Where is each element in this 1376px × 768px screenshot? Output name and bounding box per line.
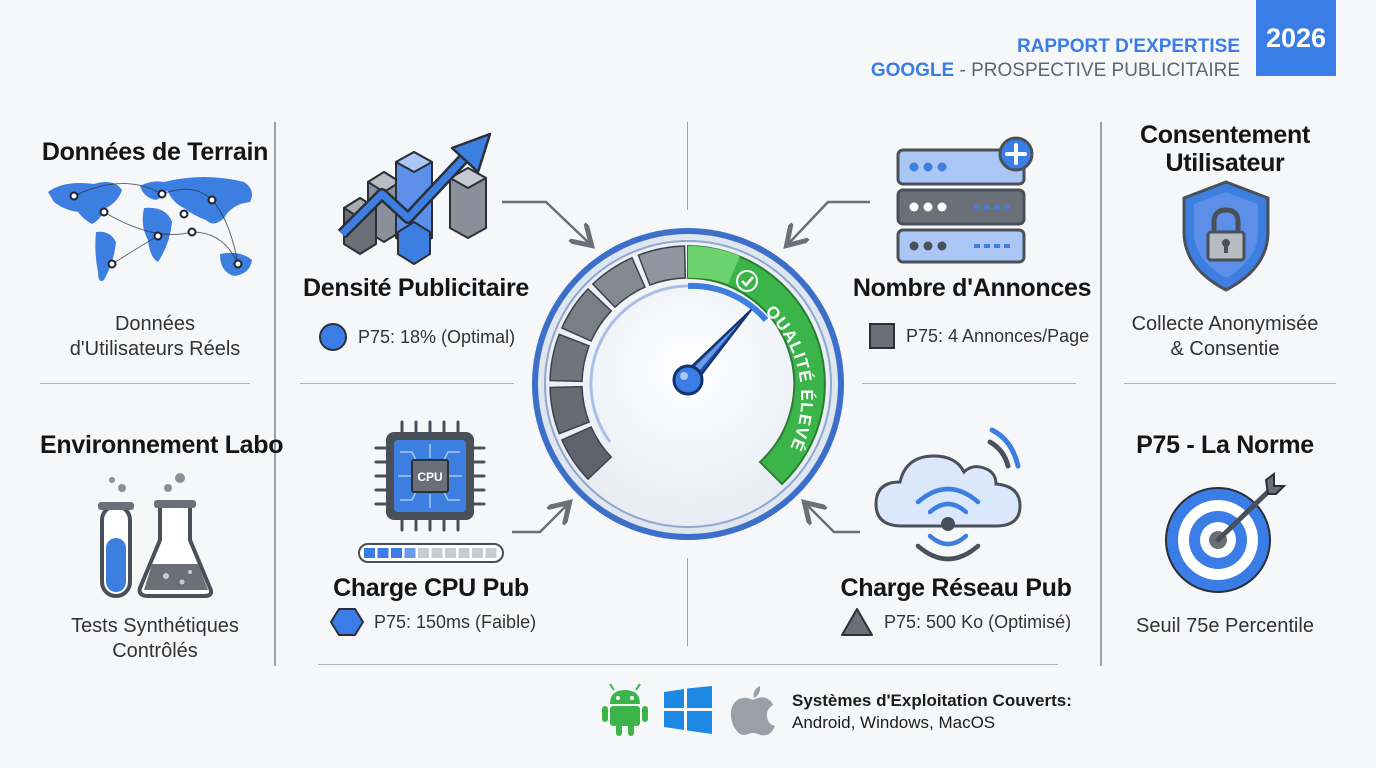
cpu-bar-segment [377,548,389,558]
quality-gauge: QUALITÉ ÉLEVÉE [522,209,848,544]
hexagon-marker-icon [329,608,365,636]
network-load-value: P75: 500 Ko (Optimisé) [884,611,1072,632]
arrow-ads [790,200,870,242]
cpu-chip-icon: CPU [372,418,488,534]
left-separator [40,383,250,384]
ad-density-value: P75: 18% (Optimal) [358,326,516,347]
center-top-divider [687,122,688,210]
cpu-bar-segment [391,548,402,558]
square-marker-icon [869,323,895,349]
left-divider [274,122,276,666]
p75-norm-title: P75 - La Norme [1136,431,1314,459]
os-coverage-title: Systèmes d'Exploitation Couverts: [792,691,1072,710]
consent-title: Consentement Utilisateur [1110,121,1340,177]
gauge-segment [549,333,591,383]
field-data-title: Données de Terrain [41,138,269,166]
report-subtitle-rest: - PROSPECTIVE PUBLICITAIRE [954,60,1241,81]
cpu-bar-segment [445,548,456,558]
lab-desc-line2: Contrôlés [112,640,198,662]
consent-title-line2: Utilisateur [1165,149,1285,177]
right-separator [1124,383,1336,384]
cpu-bar-segment [472,548,483,558]
os-coverage-list: Android, Windows, MacOS [792,713,996,732]
gauge-segment [549,385,591,435]
ad-count-value: P75: 4 Annonces/Page [906,325,1090,346]
apple-icon [730,684,776,736]
center-bottom-divider [687,558,688,646]
field-data-desc: Données d'Utilisateurs Réels [40,312,270,362]
network-load-metric: P75: 500 Ko (Optimisé) [840,607,1071,637]
ad-density-metric: P75: 18% (Optimal) [318,322,515,352]
arrow-density [502,200,588,242]
lab-desc-line1: Tests Synthétiques [71,615,239,637]
cpu-chip-label: CPU [417,470,442,484]
center-right-separator [862,383,1076,384]
windows-icon [664,686,712,734]
bar-chart-growth-icon [337,128,498,268]
shield-lock-icon [1180,180,1272,292]
lab-title: Environnement Labo [40,431,284,459]
cpu-bar-segment [364,548,375,558]
world-map-icon [44,172,264,296]
consent-desc-line2: & Consentie [1170,338,1280,360]
circle-marker-icon [319,323,347,351]
gauge-segment [560,287,613,342]
field-data-desc-line1: Données [114,313,196,335]
ad-count-metric: P75: 4 Annonces/Page [868,322,1089,350]
network-load-title: Charge Réseau Pub [840,574,1072,602]
field-data-desc-line2: d'Utilisateurs Réels [69,338,241,360]
android-icon [602,683,648,736]
cpu-load-value: P75: 150ms (Faible) [374,611,537,632]
cpu-bar-segment [404,548,416,558]
arrow-cpu [512,506,566,534]
cpu-load-bar [358,543,504,563]
lab-desc: Tests Synthétiques Contrôlés [40,614,270,664]
consent-title-line1: Consentement [1139,121,1311,149]
cloud-network-icon [872,420,1032,570]
consent-desc: Collecte Anonymisée & Consentie [1110,312,1340,362]
os-coverage: Systèmes d'Exploitation Couverts: Androi… [792,690,1072,734]
ad-density-title: Densité Publicitaire [302,274,530,302]
cpu-bar-segment [431,548,443,558]
ad-count-title: Nombre d'Annonces [852,274,1092,302]
report-title: RAPPORT D'EXPERTISE [1016,36,1240,57]
lab-flask-icon [96,472,216,598]
right-divider [1100,122,1102,666]
footer-separator [318,664,1058,665]
report-subtitle: GOOGLE - PROSPECTIVE PUBLICITAIRE [871,60,1240,82]
cpu-load-title: Charge CPU Pub [333,574,529,602]
server-stack-icon [896,136,1036,264]
cpu-load-metric: P75: 150ms (Faible) [329,607,537,637]
cpu-bar-segment [485,548,497,558]
brand-name: GOOGLE [870,60,955,81]
target-icon [1162,470,1290,594]
cpu-bar-segment [418,548,429,558]
p75-norm-desc: Seuil 75e Percentile [1136,615,1314,637]
center-left-separator [300,383,514,384]
consent-desc-line1: Collecte Anonymisée [1131,313,1319,335]
gauge-segment [637,245,687,287]
gauge-segment [591,256,646,309]
arrow-network [808,506,860,534]
cpu-bar-segment [458,548,470,558]
gauge-segment [560,426,613,481]
triangle-marker-icon [841,608,873,636]
year-badge: 2026 [1256,0,1336,76]
